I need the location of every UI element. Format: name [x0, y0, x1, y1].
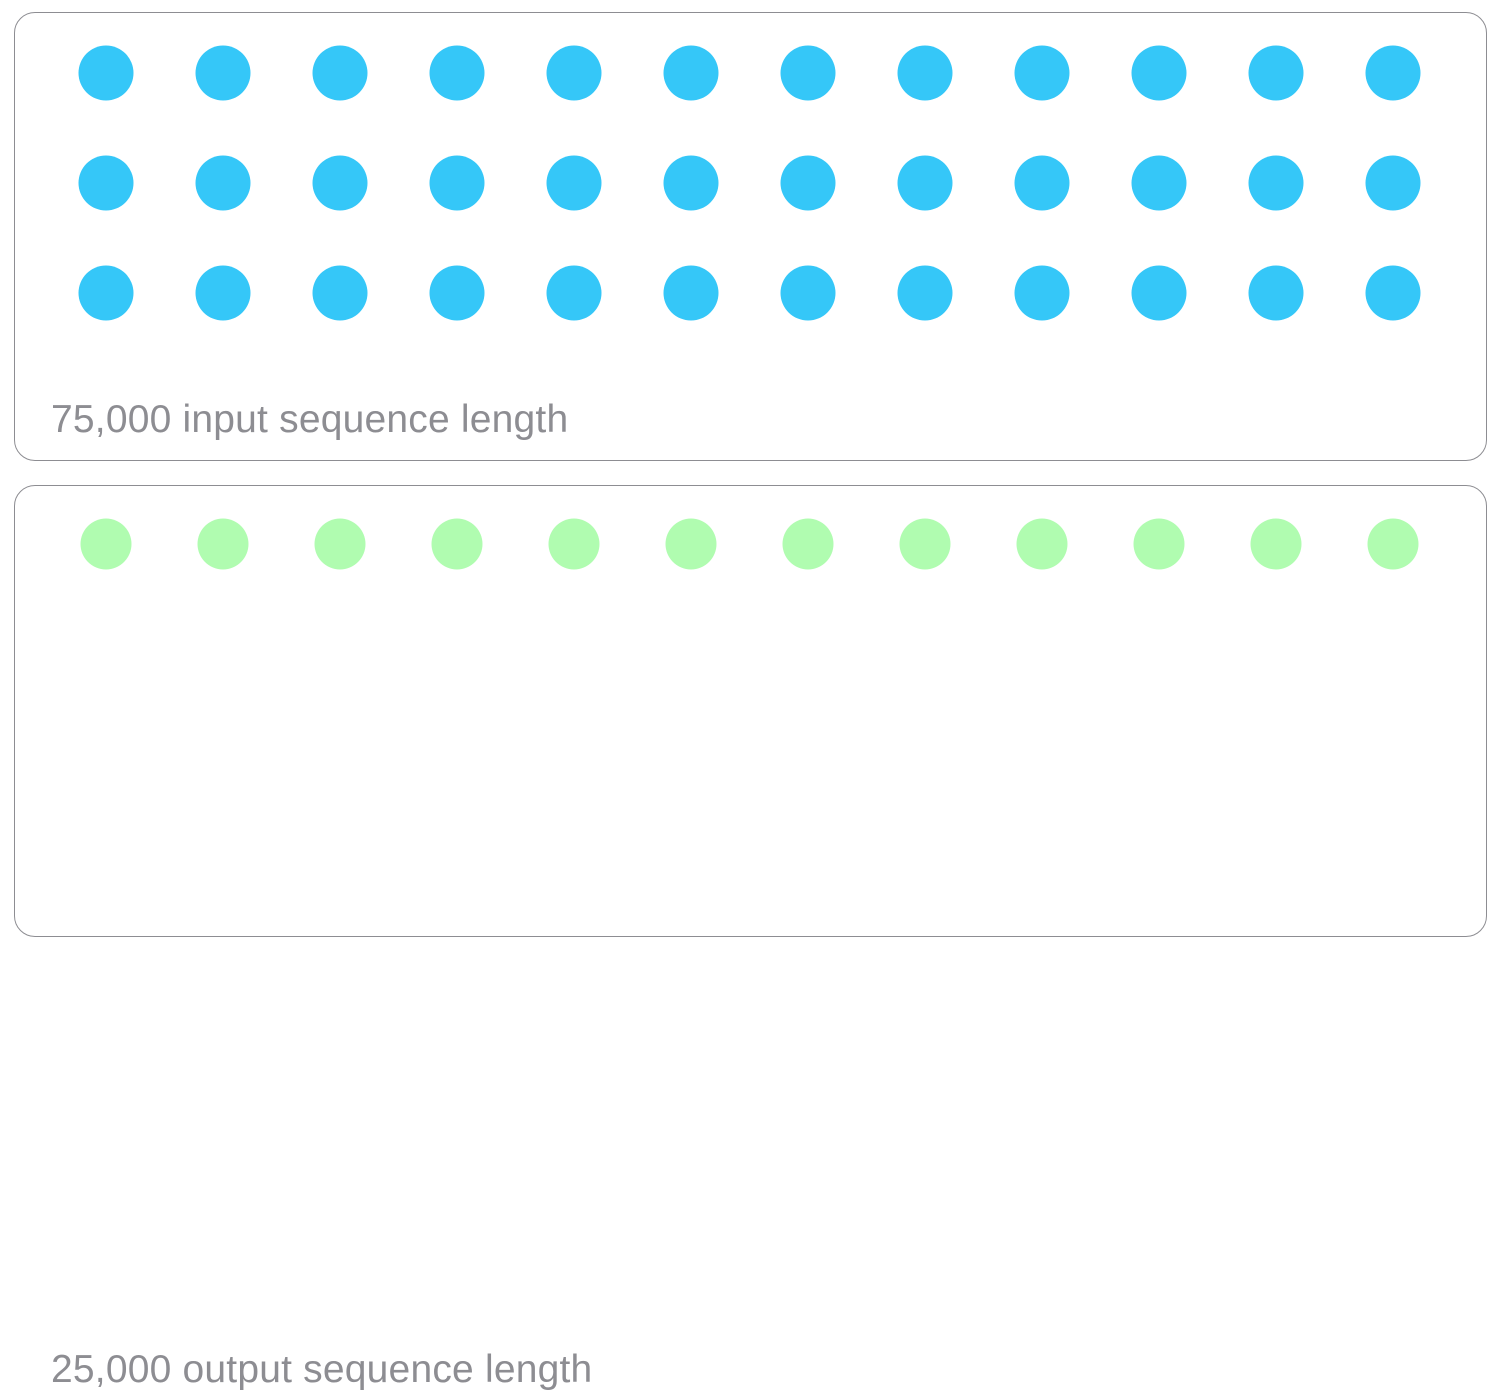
input-token-dot — [1365, 265, 1421, 321]
input-token-dot — [546, 155, 602, 211]
input-token-dot — [663, 265, 719, 321]
input-token-dot — [663, 45, 719, 101]
input-token-dot — [195, 45, 251, 101]
input-token-dot — [78, 45, 134, 101]
input-token-dot — [1014, 265, 1070, 321]
output-token-dot — [431, 518, 483, 570]
input-dot-grid — [15, 13, 1486, 460]
input-token-dot — [897, 155, 953, 211]
input-token-dot — [897, 265, 953, 321]
input-token-dot — [1365, 155, 1421, 211]
input-token-dot — [1248, 155, 1304, 211]
output-token-dot — [1250, 518, 1302, 570]
output-token-dot — [899, 518, 951, 570]
input-token-dot — [546, 45, 602, 101]
input-token-dot — [1014, 45, 1070, 101]
output-token-dot — [1016, 518, 1068, 570]
output-sequence-card: 25,000 output sequence length — [14, 485, 1487, 1391]
output-token-dot — [1133, 518, 1185, 570]
output-sequence-caption: 25,000 output sequence length — [51, 1348, 593, 1391]
input-token-dot — [780, 45, 836, 101]
input-token-dot — [897, 45, 953, 101]
output-token-dot — [314, 518, 366, 570]
output-token-dot — [665, 518, 717, 570]
output-token-dot — [197, 518, 249, 570]
input-token-dot — [1131, 155, 1187, 211]
input-token-dot — [546, 265, 602, 321]
input-sequence-caption: 75,000 input sequence length — [51, 398, 569, 441]
input-token-dot — [429, 45, 485, 101]
input-token-dot — [429, 155, 485, 211]
output-token-dot — [548, 518, 600, 570]
output-token-dot — [782, 518, 834, 570]
input-token-dot — [312, 155, 368, 211]
input-token-dot — [195, 265, 251, 321]
input-token-dot — [1248, 265, 1304, 321]
input-sequence-card: 75,000 input sequence length — [14, 12, 1487, 461]
input-token-dot — [1014, 155, 1070, 211]
input-token-dot — [780, 155, 836, 211]
input-token-dot — [312, 45, 368, 101]
output-token-dot — [80, 518, 132, 570]
input-token-dot — [780, 265, 836, 321]
input-token-dot — [1248, 45, 1304, 101]
input-token-dot — [429, 265, 485, 321]
input-token-dot — [663, 155, 719, 211]
diagram-canvas: 75,000 input sequence length 25,000 outp… — [14, 12, 1487, 1391]
output-token-dot — [1367, 518, 1419, 570]
input-token-dot — [195, 155, 251, 211]
input-token-dot — [78, 155, 134, 211]
input-token-dot — [1131, 265, 1187, 321]
input-token-dot — [312, 265, 368, 321]
input-token-dot — [78, 265, 134, 321]
output-dot-grid — [15, 486, 1486, 936]
input-token-dot — [1131, 45, 1187, 101]
input-token-dot — [1365, 45, 1421, 101]
